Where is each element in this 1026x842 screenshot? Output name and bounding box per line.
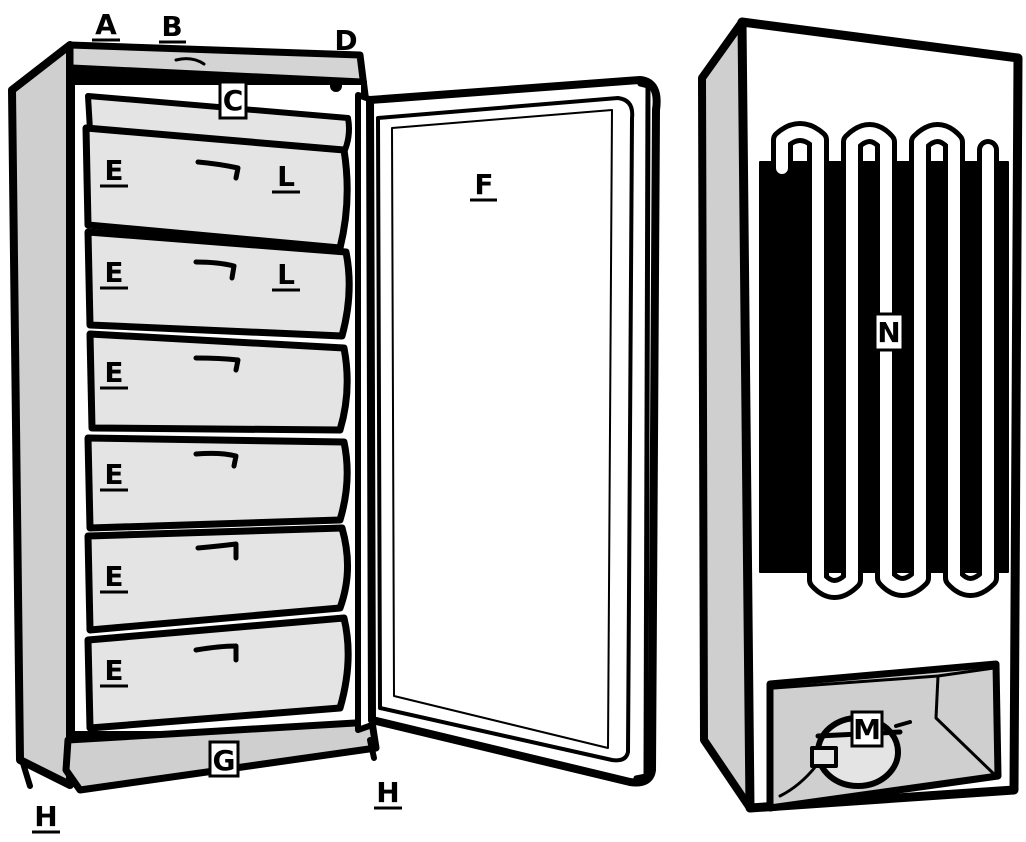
- drawer-handle-2: [193, 259, 237, 281]
- label-f: F: [470, 168, 497, 202]
- basket-drawer-4: [84, 434, 351, 532]
- freezer-door: [366, 76, 661, 787]
- svg-text:H: H: [34, 800, 57, 833]
- svg-text:M: M: [853, 713, 881, 746]
- drawer-handle-6: [193, 643, 239, 663]
- label-e-6: E: [100, 654, 128, 688]
- freezer-back-view: [698, 17, 1023, 813]
- label-l-1: L: [272, 160, 300, 194]
- leveling-foot-left: [19, 757, 33, 789]
- svg-text:F: F: [474, 168, 493, 201]
- svg-text:A: A: [95, 8, 117, 41]
- door-gasket: [376, 96, 635, 763]
- label-l-2: L: [272, 258, 300, 292]
- svg-text:L: L: [277, 160, 295, 193]
- svg-text:E: E: [104, 256, 123, 289]
- label-c: C: [218, 80, 248, 120]
- label-b: B: [159, 10, 186, 44]
- label-g: G: [208, 740, 240, 778]
- drawer-handle-4: [193, 450, 239, 469]
- basket-drawer-6: [84, 614, 352, 732]
- svg-text:G: G: [213, 744, 236, 777]
- compressor-compartment: [766, 660, 1002, 812]
- svg-text:H: H: [376, 776, 399, 809]
- basket-drawer-1: [82, 124, 351, 252]
- label-d: D: [332, 24, 360, 58]
- leveling-foot-right: [367, 737, 377, 761]
- svg-text:E: E: [104, 654, 123, 687]
- drawer-handle-1: [195, 159, 241, 181]
- label-e-3: E: [100, 356, 128, 390]
- door-edge-right: [633, 81, 651, 781]
- drawer-handle-5: [195, 541, 239, 561]
- thermostat-control: [174, 57, 206, 66]
- freezer-front-view: [8, 41, 661, 794]
- svg-text:D: D: [334, 24, 357, 57]
- basket-drawer-2: [84, 228, 353, 340]
- label-e-2: E: [100, 256, 128, 290]
- svg-text:E: E: [104, 154, 123, 187]
- basket-drawer-3: [86, 330, 351, 434]
- label-a: A: [92, 8, 120, 42]
- label-e-5: E: [100, 560, 128, 594]
- svg-text:E: E: [104, 356, 123, 389]
- label-e-4: E: [100, 458, 128, 492]
- svg-text:C: C: [223, 84, 244, 117]
- label-n: N: [873, 312, 905, 352]
- svg-text:L: L: [277, 258, 295, 291]
- door-panel-inner: [391, 109, 613, 749]
- drawer-handle-3: [193, 355, 241, 373]
- svg-text:E: E: [104, 458, 123, 491]
- basket-drawer-5: [84, 524, 351, 634]
- svg-text:E: E: [104, 560, 123, 593]
- light-switch: [330, 80, 342, 92]
- label-m: M: [850, 710, 884, 748]
- label-e-1: E: [100, 154, 128, 188]
- svg-text:B: B: [161, 10, 182, 43]
- label-h-left: H: [32, 800, 60, 834]
- label-h-right: H: [374, 776, 402, 810]
- svg-text:N: N: [877, 316, 900, 349]
- cabinet-side-wall: [8, 41, 74, 789]
- condenser-coil: [759, 121, 1009, 600]
